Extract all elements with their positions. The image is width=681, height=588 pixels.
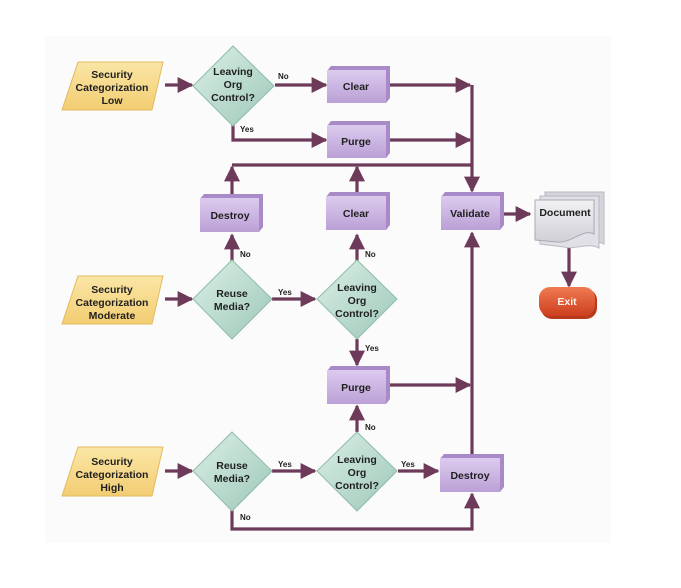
edge-leave1-to-purge1 <box>231 122 328 148</box>
decision-leave-org-control-high: Leaving Org Control? <box>316 431 398 512</box>
node-label: Clear <box>343 81 369 93</box>
edge-label-reuse3-yes: Yes <box>278 460 292 469</box>
edge-reuse3-to-destroy3 <box>230 492 480 531</box>
process-purge-moderate: Purge <box>327 366 390 404</box>
node-label-line: Security <box>91 69 133 81</box>
decision-leave-org-control-moderate: Leaving Org Control? <box>316 259 398 340</box>
node-label-line: High <box>100 482 123 494</box>
process-destroy-moderate: Destroy <box>200 194 263 232</box>
exit-terminal: Exit <box>539 287 597 319</box>
node-label-line: Org <box>348 295 367 307</box>
node-label-line: Media? <box>214 301 250 313</box>
process-clear-moderate: Clear <box>326 192 390 230</box>
node-label-line: Categorization <box>76 82 149 94</box>
node-label: Purge <box>341 382 371 394</box>
node-security-moderate: Security Categorization Moderate <box>61 275 164 325</box>
node-label: Exit <box>557 296 577 308</box>
process-purge-low: Purge <box>327 121 390 158</box>
node-label-line: Control? <box>335 308 379 320</box>
node-label-line: Org <box>224 79 243 91</box>
decision-reuse-media-high: Reuse Media? <box>192 431 273 512</box>
node-label-line: Low <box>102 95 124 107</box>
node-security-high: Security Categorization High <box>61 446 164 497</box>
node-label-line: Reuse <box>216 288 248 300</box>
edge-label-leave1-no: No <box>278 72 289 81</box>
process-validate: Validate <box>441 192 504 230</box>
node-label-line: Leaving <box>337 454 377 466</box>
node-label-line: Security <box>91 456 133 468</box>
node-label-line: Control? <box>335 480 379 492</box>
node-label-line: Control? <box>211 92 255 104</box>
edge-label-reuse2-no: No <box>240 250 251 259</box>
node-label-line: Reuse <box>216 460 248 472</box>
document-node: Document <box>534 191 605 249</box>
decision-leave-org-control-low: Leaving Org Control? <box>192 45 275 127</box>
node-label: Destroy <box>450 470 489 482</box>
node-label-line: Categorization <box>76 297 149 309</box>
node-label: Validate <box>450 208 490 220</box>
node-label-line: Security <box>91 284 133 296</box>
edge-label-leave2-yes: Yes <box>365 344 379 353</box>
node-label-line: Media? <box>214 473 250 485</box>
edge-label-leave3-yes: Yes <box>401 460 415 469</box>
edge-label-leave3-no: No <box>365 423 376 432</box>
node-label: Purge <box>341 136 371 148</box>
node-label-line: Moderate <box>89 310 136 322</box>
node-label-line: Categorization <box>76 469 149 481</box>
node-label: Destroy <box>210 210 249 222</box>
node-security-low: Security Categorization Low <box>61 61 164 111</box>
process-clear-low: Clear <box>327 66 390 103</box>
process-destroy-high: Destroy <box>440 454 504 492</box>
edge-label-reuse3-no: No <box>240 513 251 522</box>
edge-label-leave1-yes: Yes <box>240 125 254 134</box>
decision-reuse-media-moderate: Reuse Media? <box>192 259 273 340</box>
edge-label-reuse2-yes: Yes <box>278 288 292 297</box>
node-label: Document <box>539 207 591 219</box>
edge-label-leave2-no: No <box>365 250 376 259</box>
node-label-line: Org <box>348 467 367 479</box>
node-label: Clear <box>343 208 369 220</box>
node-label-line: Leaving <box>337 282 377 294</box>
node-label-line: Leaving <box>213 66 253 78</box>
